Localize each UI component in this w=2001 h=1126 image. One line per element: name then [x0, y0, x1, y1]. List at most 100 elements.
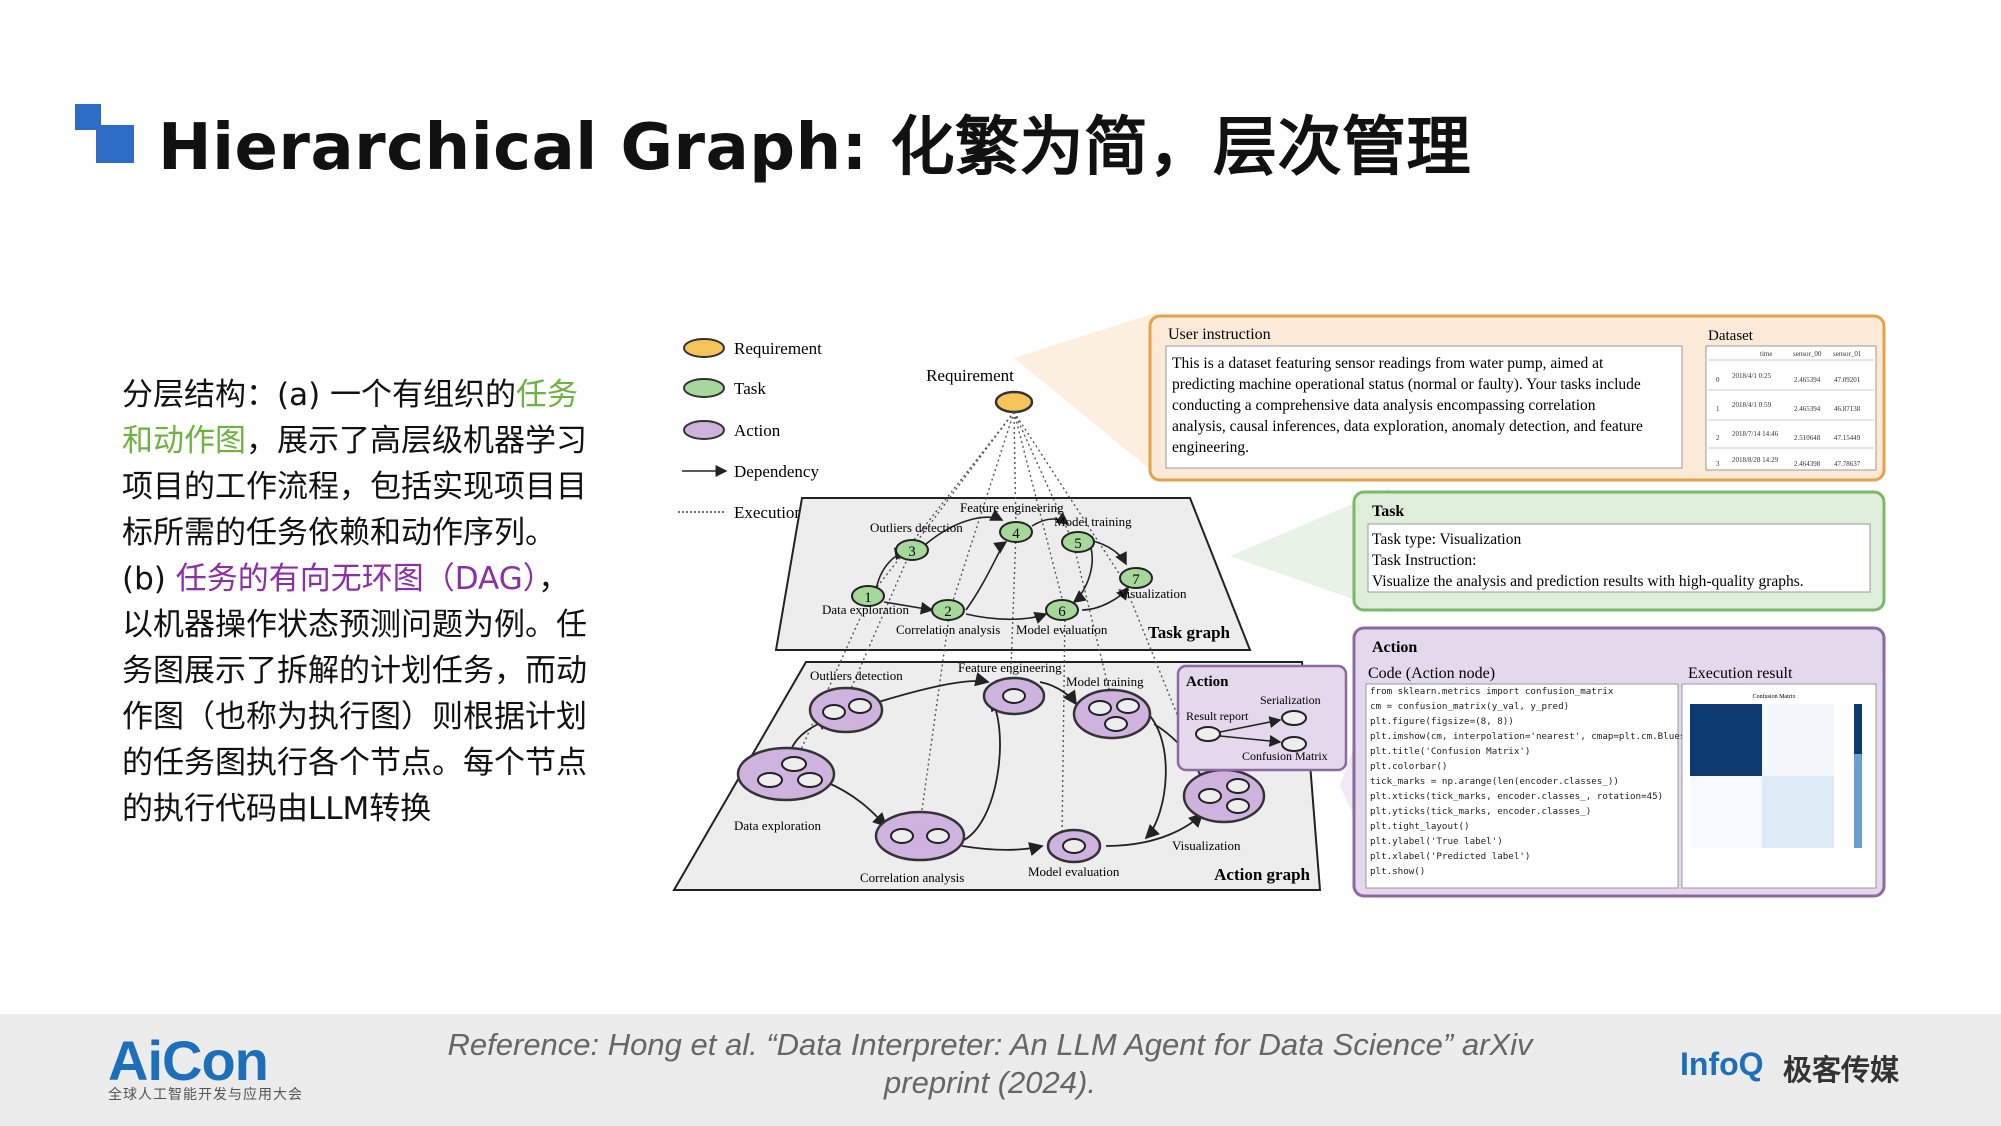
task-panel-heading: Task [1372, 503, 1404, 520]
task-label-feature-engineering: Feature engineering [960, 500, 1064, 515]
matrix-cell-tl [1690, 704, 1762, 776]
desc-highlight-action-graph: 和动作图 [122, 423, 246, 459]
aicon-logo: AiCon [108, 1029, 269, 1092]
code-line-3: plt.figure(figsize=(8, 8)) [1370, 716, 1514, 727]
dataset-table: time sensor_00 sensor_01 0 2018/4/1 0:25… [1708, 350, 1874, 468]
legend-action-label: Action [734, 421, 781, 440]
desc-line-1: 分层结构：(a) 一个有组织的任务 [122, 372, 642, 418]
desc-line-8: 作图（也称为执行图）则根据计划 [122, 699, 587, 735]
reference-line-1: Reference: Hong et al. “Data Interpreter… [447, 1027, 1533, 1062]
matrix-cell-tr [1762, 704, 1834, 776]
legend-task-icon [683, 378, 725, 398]
task-label-outliers-detection: Outliers detection [870, 520, 963, 535]
dataset-row-1-s0: 2.465394 [1794, 405, 1821, 413]
code-line-5: plt.title('Confusion Matrix') [1370, 746, 1530, 757]
instruction-line-2: predicting machine operational status (n… [1172, 376, 1641, 393]
desc-line-1-prefix: 分层结构：(a) 一个有组织的 [122, 377, 517, 413]
callout-wedge-instruction [1014, 312, 1158, 476]
action-cluster-correlation-analysis [874, 810, 966, 862]
desc-line-9: 的任务图执行各个节点。每个节点 [122, 745, 587, 781]
task-instruction-line: Task Instruction: [1372, 552, 1476, 569]
dataset-row-0-time: 2018/4/1 0:25 [1732, 372, 1772, 380]
dataset-row-2-s1: 47.15449 [1834, 434, 1861, 442]
task-node-6 [1045, 599, 1079, 621]
code-line-6: plt.colorbar() [1370, 761, 1447, 772]
code-line-9: plt.yticks(tick_marks, encoder.classes_) [1370, 806, 1591, 817]
instruction-line-1: This is a dataset featuring sensor readi… [1172, 355, 1604, 372]
requirement-node [994, 390, 1034, 414]
legend-execution-label: Execution [734, 503, 803, 522]
code-line-13: plt.show() [1370, 866, 1425, 877]
task-graph-labels: Data exploration Correlation analysis Ou… [822, 500, 1187, 637]
action-inset-confusion-matrix: Confusion Matrix [1242, 749, 1328, 763]
code-box [1365, 683, 1679, 889]
task-detail-line: Visualize the analysis and prediction re… [1372, 573, 1804, 590]
task-node-6-num: 6 [1058, 604, 1066, 620]
task-node-2-num: 2 [944, 604, 952, 620]
matrix-cell-br [1762, 776, 1834, 848]
action-graph-labels: Outliers detection Feature engineering M… [734, 660, 1241, 885]
jike-logo: 极客传媒 [1783, 1053, 1900, 1087]
code-line-8: plt.xticks(tick_marks, encoder.classes_,… [1370, 791, 1663, 802]
task-label-model-evaluation: Model evaluation [1016, 622, 1108, 637]
task-node-7 [1119, 567, 1153, 589]
action-graph-caption: Action graph [1214, 865, 1310, 884]
desc-line-5-prefix: (b) [122, 561, 176, 597]
task-node-4-num: 4 [1012, 526, 1020, 542]
action-label-model-evaluation: Model evaluation [1028, 864, 1120, 879]
dataset-col-sensor-01: sensor_01 [1833, 350, 1862, 358]
confusion-matrix-title: Confusion Matrix [1753, 693, 1796, 700]
task-node-1 [851, 585, 885, 607]
task-graph-nodes: 1 2 3 4 5 6 7 [851, 521, 1153, 621]
task-label-model-training: Model training [1054, 514, 1132, 529]
task-node-3 [895, 539, 929, 561]
instruction-line-5: engineering. [1172, 439, 1249, 456]
desc-line-4: 标所需的任务依赖和动作序列。 [122, 515, 556, 551]
code-line-1: from sklearn.metrics import confusion_ma… [1370, 686, 1614, 697]
task-label-data-exploration: Data exploration [822, 602, 909, 617]
desc-line-2: 和动作图，展示了高层级机器学习 [122, 418, 642, 464]
legend: Requirement Task Action Dependency Execu… [678, 338, 822, 522]
action-code-heading: Code (Action node) [1368, 665, 1495, 682]
requirement-label: Requirement [926, 366, 1014, 385]
action-label-outliers-detection: Outliers detection [810, 668, 903, 683]
desc-line-3: 项目的工作流程，包括实现项目目 [122, 469, 587, 505]
task-node-3-num: 3 [908, 544, 916, 560]
action-panel: Action Code (Action node) Execution resu… [1352, 626, 1886, 898]
task-node-7-num: 7 [1132, 572, 1140, 588]
code-line-7: tick_marks = np.arange(len(encoder.class… [1370, 776, 1619, 787]
dataset-row-3-s0: 2.464398 [1794, 460, 1821, 468]
desc-line-2-rest: ，展示了高层级机器学习 [246, 423, 587, 459]
code-line-4: plt.imshow(cm, interpolation='nearest', … [1370, 731, 1691, 742]
action-inset-serialization: Serialization [1260, 693, 1321, 707]
infoq-logo: InfoQ [1680, 1046, 1764, 1082]
desc-highlight-dag: 任务的有向无环图（DAG） [175, 561, 539, 597]
reference-line-2: preprint (2024). [884, 1065, 1096, 1100]
task-node-5-num: 5 [1074, 536, 1082, 552]
action-cluster-data-exploration [736, 746, 836, 802]
dataset-row-3-s1: 47.78637 [1834, 460, 1861, 468]
task-label-visualization: Visualization [1118, 586, 1187, 601]
desc-line-5-suffix: ， [538, 561, 570, 597]
dataset-col-sensor-00: sensor_00 [1793, 350, 1822, 358]
dataset-row-3-time: 2018/8/28 14:29 [1732, 456, 1779, 464]
page-title: Hierarchical Graph: 化繁为简，层次管理 [158, 111, 1472, 185]
legend-requirement-icon [683, 338, 725, 358]
dataset-row-0-idx: 0 [1716, 376, 1720, 384]
user-instruction-heading: User instruction [1168, 326, 1271, 343]
action-inset-title: Action [1186, 674, 1229, 690]
task-node-5 [1061, 531, 1095, 553]
action-inset-result-report: Result report [1186, 709, 1249, 723]
action-label-correlation-analysis: Correlation analysis [860, 870, 964, 885]
dataset-row-3-idx: 3 [1716, 460, 1720, 468]
task-node-2 [931, 599, 965, 621]
dataset-row-2-s0: 2.510648 [1794, 434, 1821, 442]
action-graph-clusters [736, 676, 1266, 864]
desc-highlight-task: 任务 [516, 377, 579, 413]
desc-line-6: 以机器操作状态预测问题为例。任 [122, 607, 587, 643]
action-label-feature-engineering: Feature engineering [958, 660, 1062, 675]
legend-requirement-label: Requirement [734, 339, 822, 358]
task-node-1-num: 1 [864, 590, 872, 606]
legend-dependency-label: Dependency [734, 462, 819, 481]
dataset-row-1-time: 2018/4/1 0:59 [1732, 401, 1772, 409]
